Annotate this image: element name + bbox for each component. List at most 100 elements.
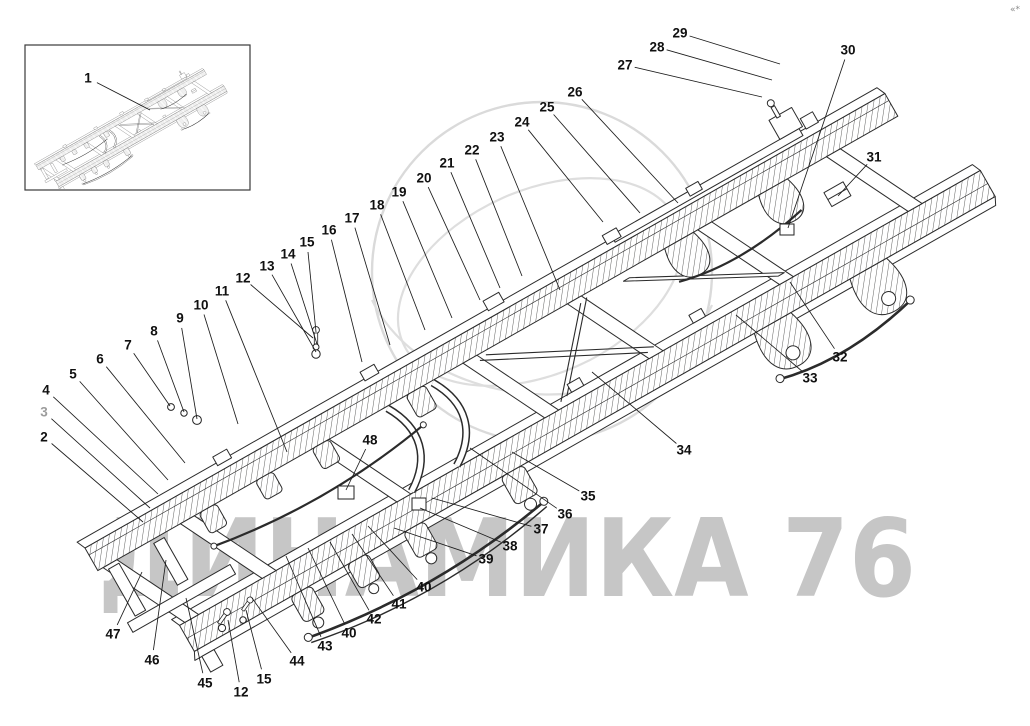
leader-line-23 <box>500 146 561 291</box>
part-number-12-2: 12 <box>233 685 248 700</box>
inset-overview <box>24 44 251 191</box>
part-number-13: 13 <box>259 259 275 274</box>
bracket-30 <box>779 223 795 236</box>
part-number-15-2: 15 <box>256 672 272 687</box>
part-number-18: 18 <box>369 198 385 213</box>
leader-line-45 <box>185 597 204 674</box>
leader-line-2 <box>51 443 144 523</box>
part-number-10: 10 <box>193 298 208 313</box>
far-rail-web <box>84 93 899 572</box>
leader-line-1 <box>96 82 151 111</box>
leader-line-43 <box>285 555 322 637</box>
part-number-4: 4 <box>42 383 50 398</box>
part-number-33: 33 <box>802 371 818 386</box>
leader-line-48 <box>345 448 367 491</box>
part-number-26: 26 <box>567 85 583 100</box>
leader-line-32 <box>789 281 835 349</box>
rear-top-brackets <box>766 99 852 208</box>
crossmember-3 <box>462 354 560 419</box>
leader-line-20 <box>427 186 481 301</box>
leader-line-14 <box>290 263 318 345</box>
rear-crossmember <box>825 148 923 212</box>
part-number-19: 19 <box>391 185 406 200</box>
leader-line-3 <box>51 418 151 509</box>
leader-line-41 <box>351 533 394 596</box>
part-number-17: 17 <box>344 211 359 226</box>
leader-line-24 <box>527 129 604 223</box>
part-number-1: 1 <box>84 71 92 86</box>
part-number-44: 44 <box>289 654 305 669</box>
part-number-43: 43 <box>317 639 333 654</box>
leader-line-26 <box>581 99 679 204</box>
leader-line-47 <box>116 571 143 626</box>
spring-hangers-far <box>199 385 437 534</box>
leader-line-4 <box>53 396 159 495</box>
leader-line-16 <box>330 239 363 363</box>
leader-line-15-2 <box>245 609 262 670</box>
part-number-12: 12 <box>235 271 250 286</box>
leader-line-11 <box>225 300 288 453</box>
callout-layer: 1234567891011121314151617181920212223242… <box>40 26 882 700</box>
part-number-8: 8 <box>150 324 158 339</box>
part-number-36: 36 <box>557 507 573 522</box>
leader-line-35 <box>511 451 580 492</box>
leader-line-38 <box>419 507 501 543</box>
crossmember-4 <box>566 295 664 360</box>
part-number-11: 11 <box>215 284 230 299</box>
part-number-37: 37 <box>533 522 548 537</box>
leader-line-25 <box>553 114 641 214</box>
part-number-15: 15 <box>299 235 315 250</box>
leader-line-10 <box>203 314 239 425</box>
leader-line-18 <box>380 214 426 331</box>
leader-line-7 <box>133 352 171 407</box>
part-number-32: 32 <box>832 350 847 365</box>
part-number-40-2: 40 <box>341 626 356 641</box>
bracket-48 <box>337 485 355 500</box>
part-number-42: 42 <box>366 612 381 627</box>
leader-line-42 <box>329 541 370 611</box>
part-number-5: 5 <box>69 367 77 382</box>
part-number-40: 40 <box>416 580 431 595</box>
part-number-3: 3 <box>40 405 48 420</box>
part-number-21: 21 <box>439 156 455 171</box>
part-number-34: 34 <box>676 443 692 458</box>
part-number-46: 46 <box>144 653 160 668</box>
front-structure <box>108 537 237 673</box>
rear-spring-brackets <box>664 178 908 370</box>
part-number-47: 47 <box>105 627 120 642</box>
leader-line-21 <box>450 172 501 289</box>
leader-line-22 <box>475 159 523 277</box>
leader-line-27 <box>634 66 763 98</box>
part-number-9: 9 <box>176 311 184 326</box>
leader-line-12-2 <box>227 619 240 683</box>
part-number-29: 29 <box>672 26 687 41</box>
crossmember-1 <box>179 515 277 579</box>
part-number-25: 25 <box>539 100 555 115</box>
diagonal-strap <box>622 272 785 282</box>
spring-hangers-near <box>291 466 538 629</box>
leader-line-17 <box>354 227 391 346</box>
part-number-16: 16 <box>321 223 337 238</box>
part-number-30: 30 <box>840 43 855 58</box>
part-number-48: 48 <box>362 433 378 448</box>
part-number-39: 39 <box>478 552 493 567</box>
part-number-7: 7 <box>124 338 132 353</box>
leader-line-15 <box>307 251 317 333</box>
leader-line-46 <box>152 559 167 651</box>
leader-line-28 <box>666 49 773 81</box>
shackle-plate <box>411 497 427 511</box>
leader-line-34 <box>591 371 677 444</box>
curved-brace-tubes <box>385 379 471 494</box>
leader-line-19 <box>402 201 453 319</box>
part-number-31: 31 <box>866 150 882 165</box>
leaf-springs <box>210 209 915 644</box>
part-number-20: 20 <box>416 171 431 186</box>
near-rail-bottom-flange <box>193 196 997 661</box>
leader-line-40-2 <box>307 547 346 625</box>
leader-line-39 <box>393 527 477 557</box>
corner-mark: «* <box>1010 5 1021 15</box>
part-number-27: 27 <box>617 58 632 73</box>
leader-line-6 <box>105 366 186 464</box>
